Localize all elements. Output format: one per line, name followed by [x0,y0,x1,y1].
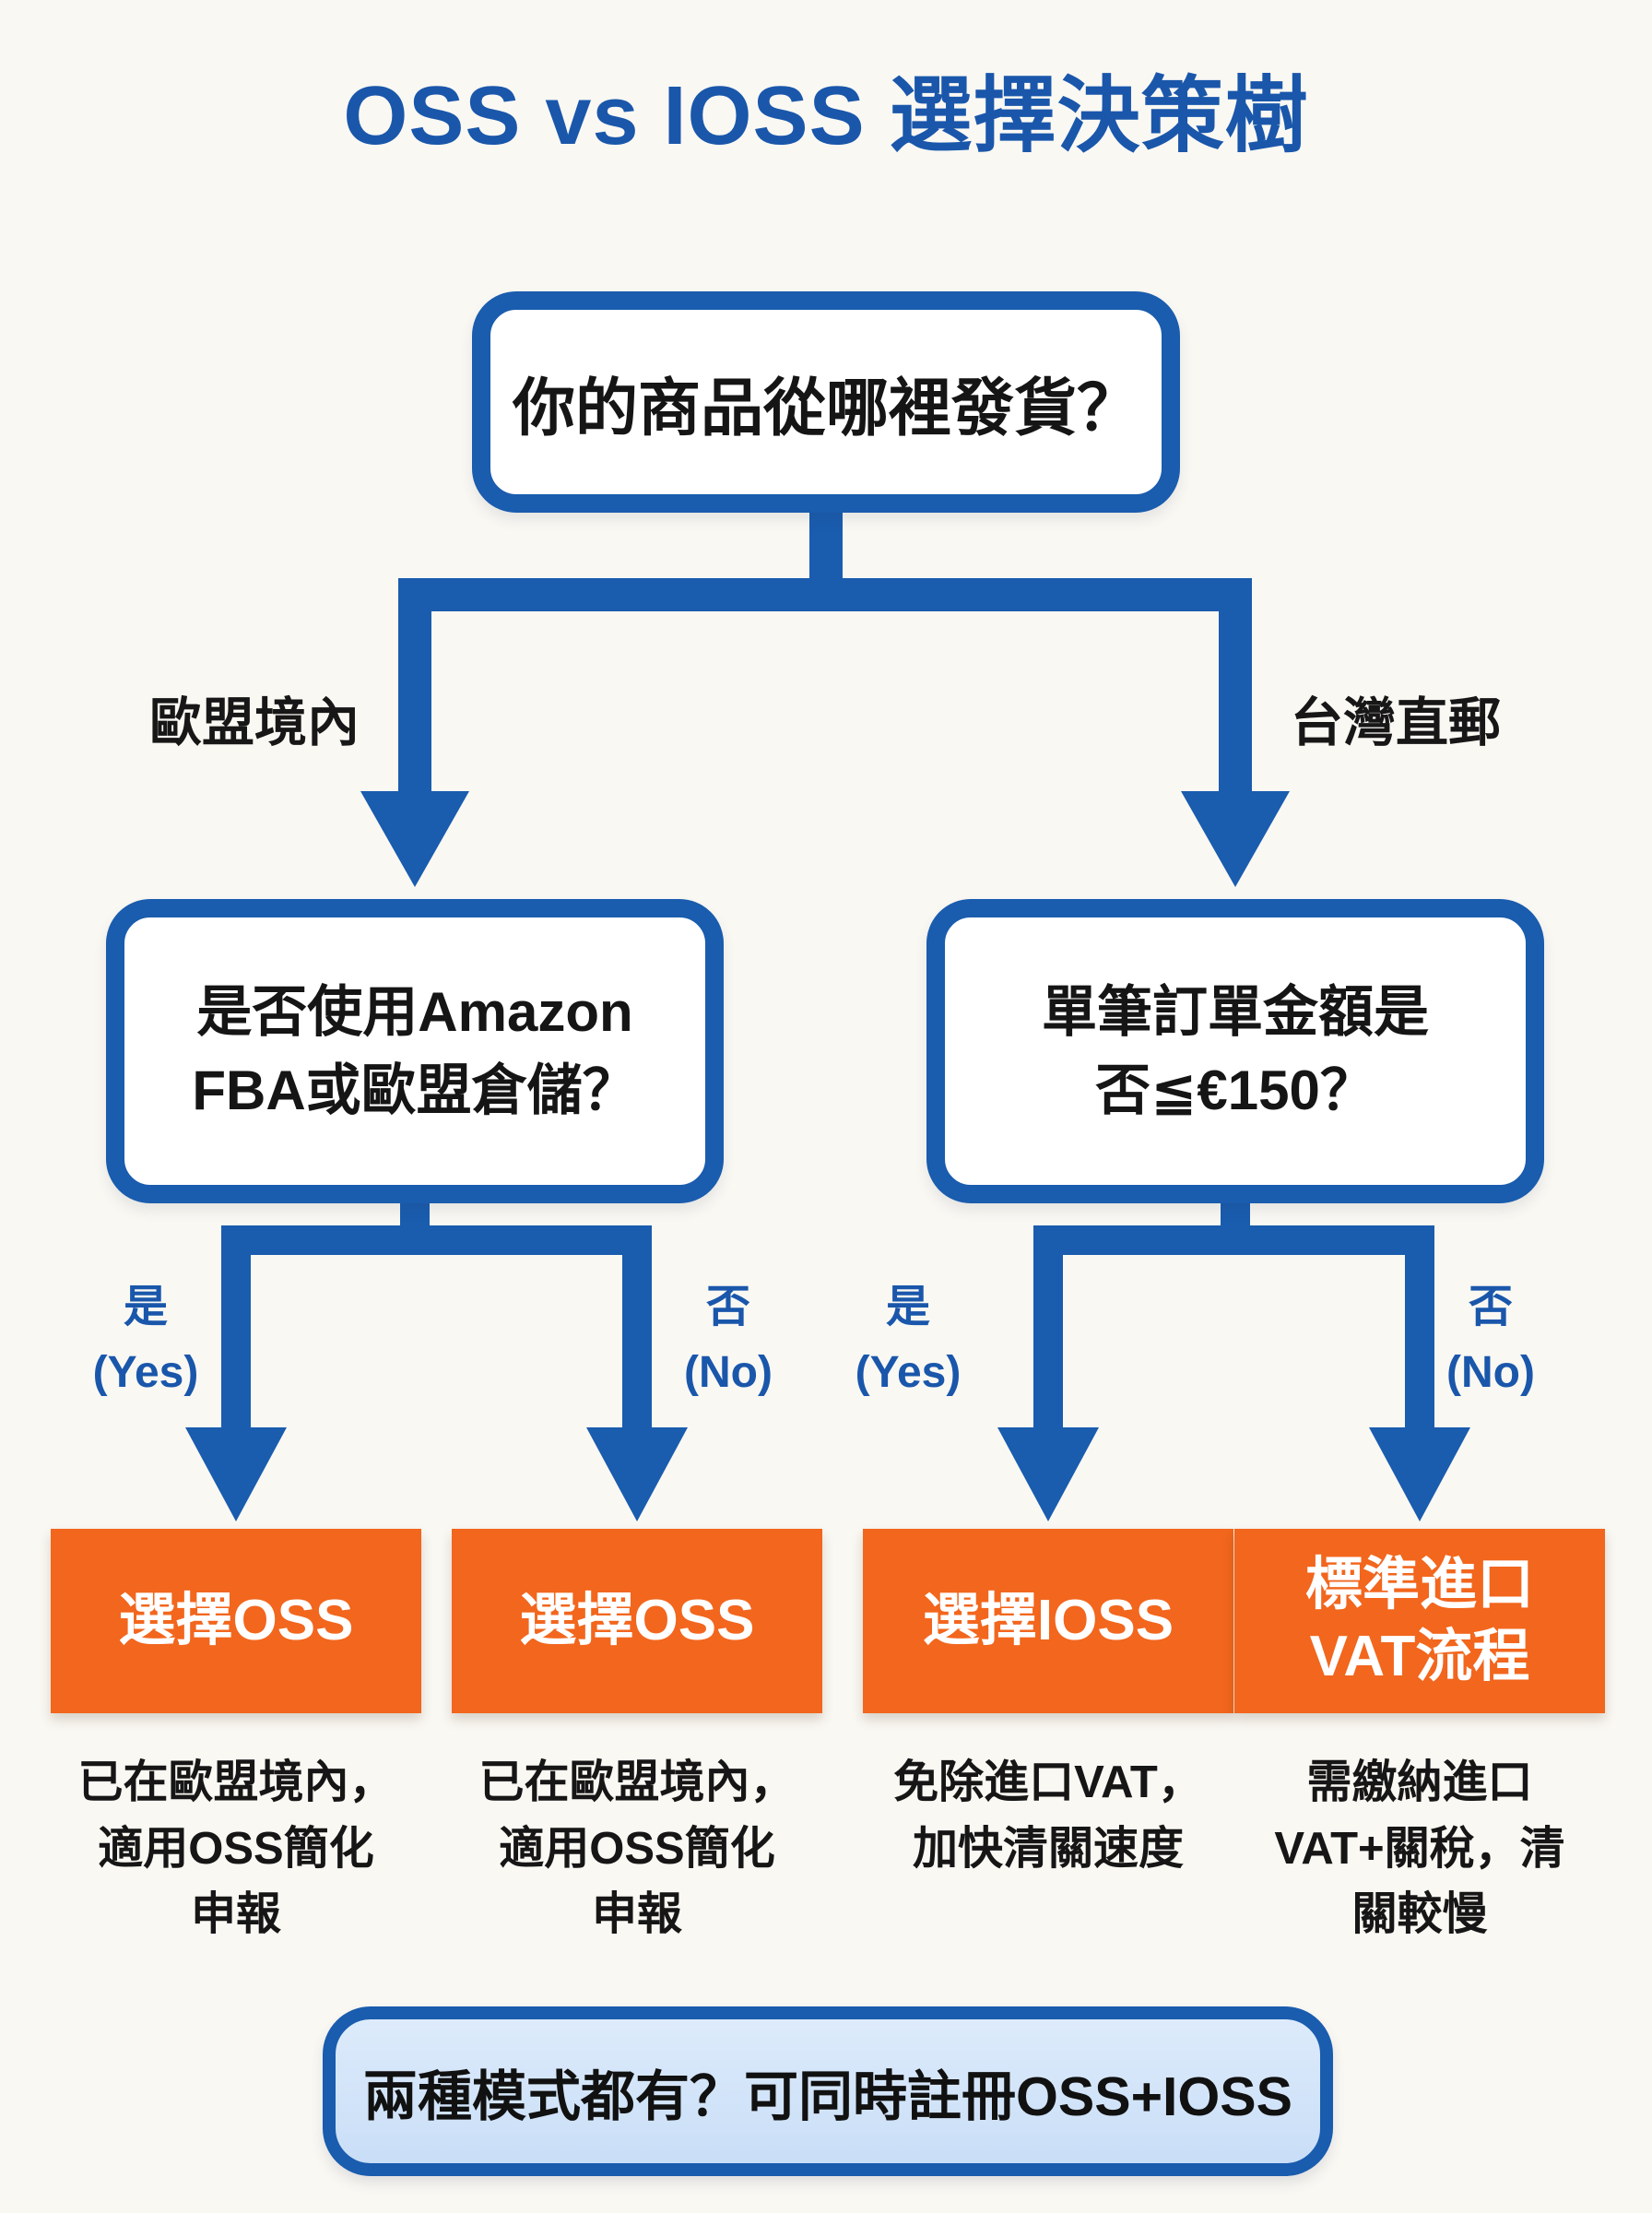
footer-note-text: 兩種模式都有？可同時註冊OSS+IOSS [362,2065,1293,2127]
left-branch-arrowhead [360,791,469,887]
outcome-box-oss-1: 選擇OSS [51,1529,421,1713]
branch-label-eu: 歐盟境內 [149,693,360,752]
question-amount-line2: 否≦€150？ [1095,1059,1375,1121]
decision-label-left-yes: 是 (Yes) [92,1283,199,1398]
footer-note-box: 兩種模式都有？可同時註冊OSS+IOSS [323,2006,1333,2176]
outcome-desc-ioss: 免除進口VAT， 加快清關速度 [893,1757,1203,1874]
left-yes-arrowhead [185,1427,287,1521]
question-fba-line2: FBA或歐盟倉儲？ [192,1059,638,1121]
decision-label-left-no: 否 (No) [684,1283,773,1398]
outcome-box-standard-vat: 標準進口 VAT流程 [1234,1529,1605,1713]
right-no-arrowhead [1369,1427,1470,1521]
right-branch-arrowhead [1181,791,1290,887]
question-box-fba: 是否使用Amazon FBA或歐盟倉儲？ [106,899,724,1203]
outcome-box-oss-2: 選擇OSS [452,1529,822,1713]
branch-label-taiwan: 台灣直郵 [1291,693,1501,752]
outcome-box-ioss: 選擇IOSS [863,1529,1233,1713]
outcome-desc-oss-1: 已在歐盟境內， 適用OSS簡化 申報 [77,1757,395,1940]
question-amount-line1: 單筆訂單金額是 [1042,980,1429,1043]
decision-label-right-no: 否 (No) [1446,1283,1535,1398]
root-question-box: 你的商品從哪裡發貨？ [472,291,1180,513]
root-question-text: 你的商品從哪裡發貨？ [512,373,1139,444]
right-yes-arrowhead [997,1427,1099,1521]
page-title: OSS vs IOSS 選擇決策樹 [343,70,1309,162]
outcome-desc-standard-vat: 需繳納進口 VAT+關稅，清 關較慢 [1274,1757,1565,1940]
left-no-arrowhead [586,1427,688,1521]
question-fba-line1: 是否使用Amazon [196,980,633,1043]
decision-label-right-yes: 是 (Yes) [855,1283,962,1398]
outcome-desc-oss-2: 已在歐盟境內， 適用OSS簡化 申報 [478,1757,796,1940]
question-box-order-amount: 單筆訂單金額是 否≦€150？ [926,899,1544,1203]
